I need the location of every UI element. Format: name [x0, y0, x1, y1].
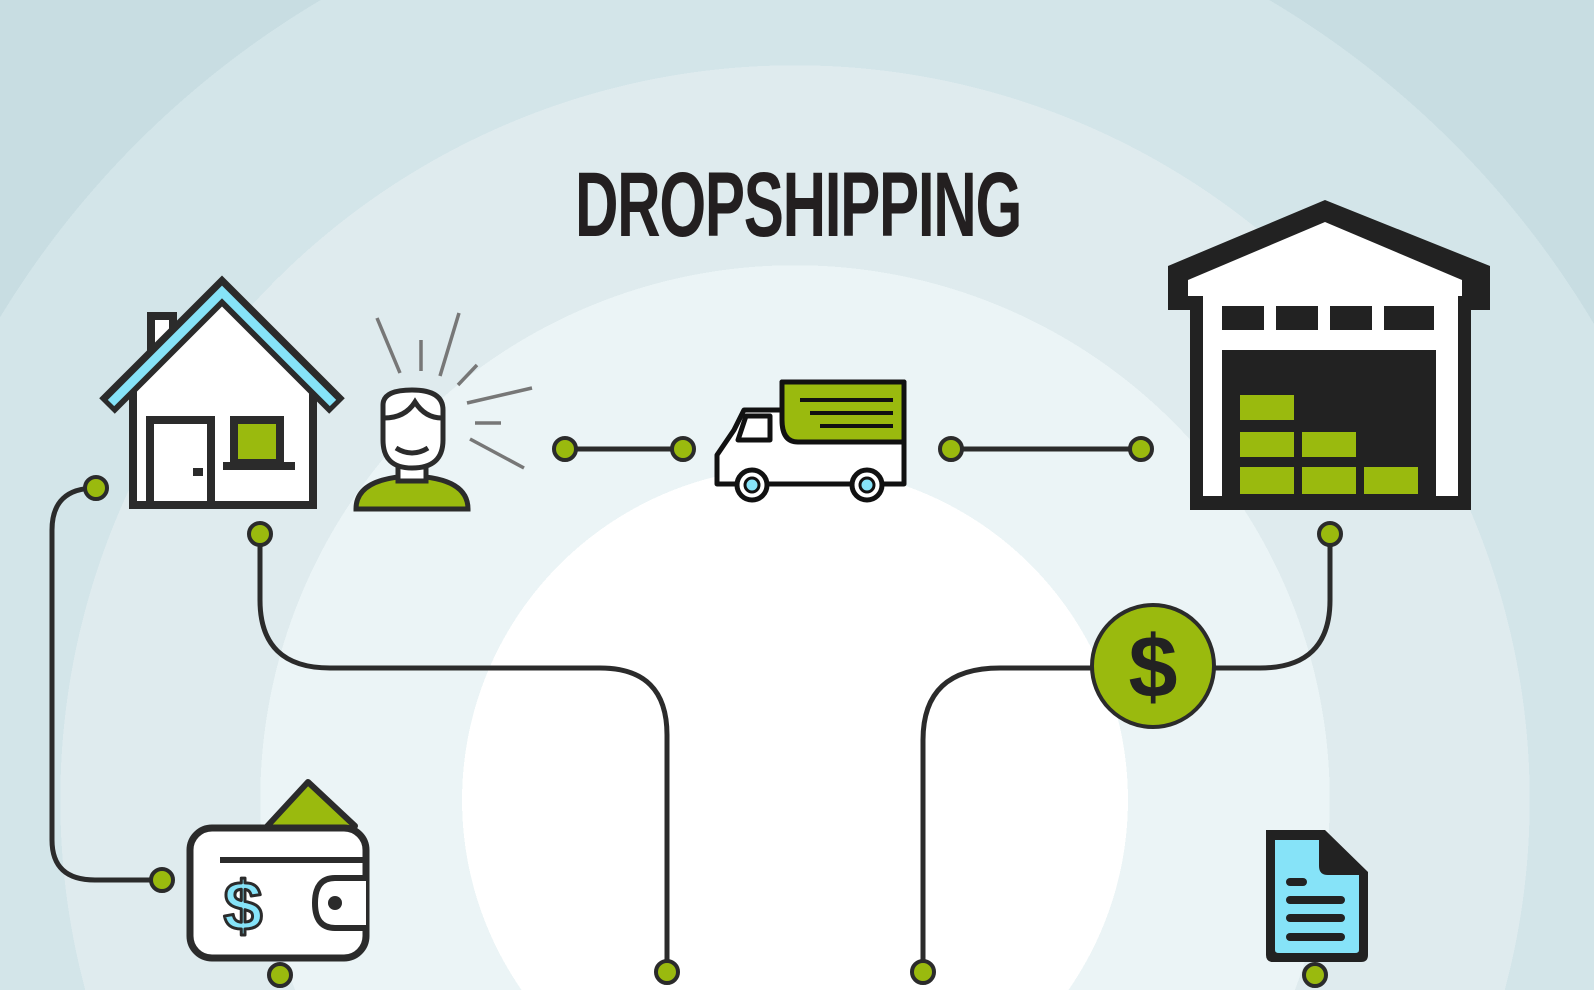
node-dot	[1302, 962, 1328, 988]
boxes-icon	[1240, 395, 1418, 494]
warehouse-icon	[1168, 200, 1490, 510]
customer-icon	[353, 312, 533, 512]
dollar-coin-icon: $	[1090, 603, 1216, 729]
node-dot	[149, 867, 175, 893]
page-title: DROPSHIPPING	[575, 154, 1021, 256]
connectors	[49, 446, 1333, 972]
node-dot	[1128, 436, 1154, 462]
node-dot	[552, 436, 578, 462]
coin-symbol: $	[1129, 617, 1178, 716]
connector-house-center	[257, 535, 670, 972]
node-dot	[910, 959, 936, 985]
node-dot	[247, 521, 273, 547]
node-dot	[1317, 521, 1343, 547]
invoice-document-icon	[1266, 830, 1368, 962]
connector-dots	[83, 436, 1343, 988]
wallet-icon: $	[186, 779, 370, 962]
node-dot	[267, 962, 293, 988]
node-dot	[670, 436, 696, 462]
node-dot	[83, 475, 109, 501]
wallet-symbol: $	[224, 867, 263, 945]
house-icon	[99, 275, 345, 509]
delivery-truck-icon	[714, 379, 907, 503]
excitement-lines-icon	[375, 312, 533, 470]
connector-wallet-house	[49, 485, 162, 883]
node-dot	[938, 436, 964, 462]
node-dot	[654, 959, 680, 985]
